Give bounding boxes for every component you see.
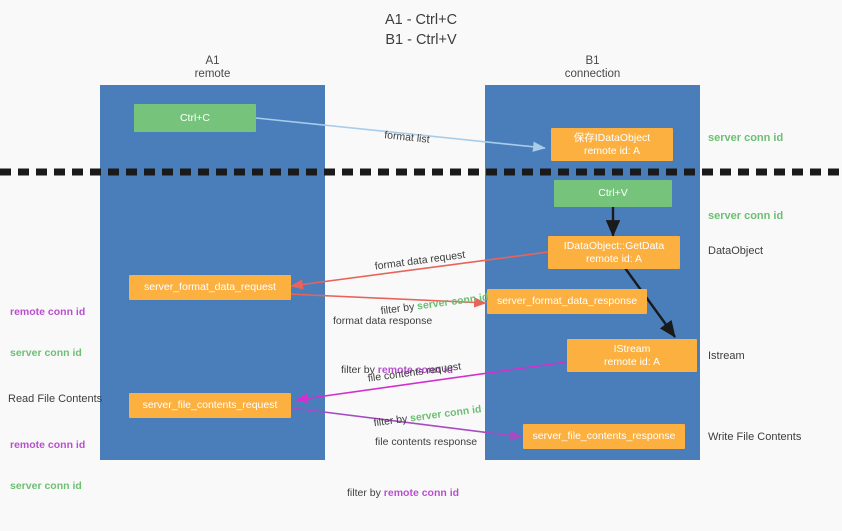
edge-label-file-contents-response: file contents response filter by remote … [347,405,478,531]
edge-label-format-data-response-filter: filter by remote conn id [341,363,453,378]
label-server-conn-id-mid: server conn id [708,210,784,222]
lane-header-a1: A1 remote [194,55,231,80]
node-ctrl-v[interactable]: Ctrl+V [554,180,672,207]
edge-label-format-data-response: format data response filter by remote co… [333,284,453,408]
node-server-format-data-request[interactable]: server_format_data_request [129,275,291,300]
label-server-conn-id-left-bottom: server conn id [10,479,82,492]
label-istream: Istream [708,350,745,362]
label-remote-conn-id-bottom: remote conn id [10,439,86,451]
label-server-conn-id-top: server conn id [708,132,784,144]
node-ctrl-c[interactable]: Ctrl+C [134,104,256,132]
node-save-idataobject[interactable]: 保存IDataObject remote id: A [551,128,673,161]
label-conn-pair-top: remote conn id server conn id [10,279,85,387]
label-conn-pair-bottom: remote conn id server conn id [10,412,85,520]
node-idataobject-getdata[interactable]: IDataObject::GetData remote id: A [548,236,680,269]
lane-header-b1: B1 connection [564,55,621,80]
node-server-file-contents-request[interactable]: server_file_contents_request [129,393,291,418]
label-server-conn-id-left-top: server conn id [10,346,82,359]
edge-label-file-contents-response-filter: filter by remote conn id [347,486,477,501]
label-remote-conn-id-top: remote conn id [10,306,86,318]
label-write-file-contents: Write File Contents [708,431,802,443]
edge-label-file-contents-request-title: file contents request [367,360,462,385]
diagram-title: A1 - Ctrl+C B1 - Ctrl+V [384,12,458,48]
filter-prefix: filter by [347,487,384,499]
diagram-canvas: A1 - Ctrl+C B1 - Ctrl+V A1 remote B1 con… [0,12,842,499]
node-server-file-contents-response[interactable]: server_file_contents_response [523,424,685,449]
edge-label-format-list: format list [370,112,432,163]
filter-prefix: filter by [341,364,378,376]
edge-label-file-contents-response-title: file contents response [375,436,478,448]
edge-label-format-data-response-title: format data response [333,315,433,327]
filter-value-remote-conn-id: remote conn id [383,487,460,499]
label-read-file-contents: Read File Contents [8,393,103,405]
node-istream[interactable]: IStream remote id: A [567,339,697,372]
label-dataobject: DataObject [708,245,764,257]
edge-label-format-list-text: format list [383,129,431,146]
node-server-format-data-response[interactable]: server_format_data_response [487,289,647,314]
edge-label-format-data-request-title: format data request [374,248,466,273]
filter-value-remote-conn-id: remote conn id [377,364,454,376]
